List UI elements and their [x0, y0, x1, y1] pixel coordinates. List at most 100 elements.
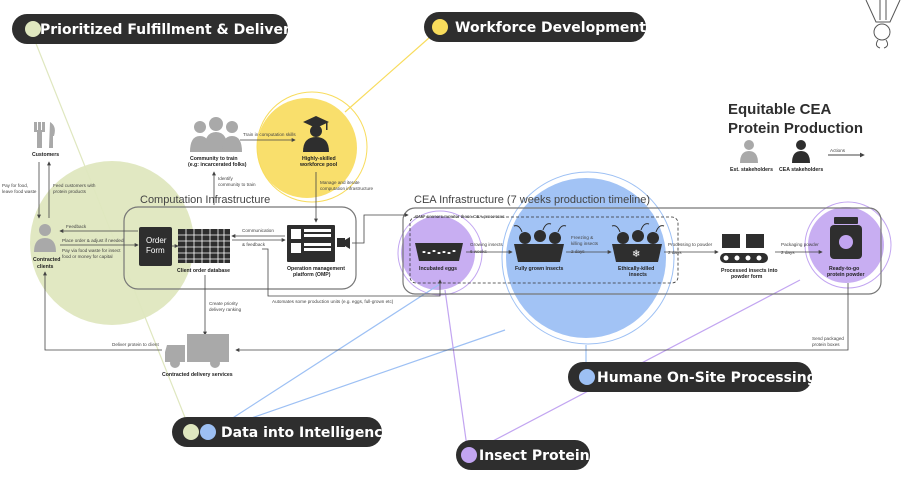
snowflake-icon: ❄ — [632, 249, 640, 260]
pill-workforce-label: Workforce Development — [455, 20, 646, 36]
workforce-pool-label-1: Highly-skilled — [302, 156, 336, 162]
legend-actions-label: Actions — [830, 148, 846, 153]
comm-feedback-label-1: Communication — [242, 228, 274, 233]
client-db-label: Client order database — [177, 268, 230, 274]
grown-insects-label: Fully grown insects — [515, 266, 564, 272]
feed-customers-label-1: Feed customers with — [53, 183, 96, 188]
main-title-line2: Protein Production — [728, 120, 863, 137]
protein-powder-label-2: protein powder — [827, 272, 864, 278]
green-dot-icon — [183, 424, 199, 440]
humane-circle-ring — [501, 171, 675, 345]
processed-label-2: powder form — [731, 274, 763, 280]
fulfillment-circle — [30, 161, 194, 325]
purple-dot-icon — [461, 447, 477, 463]
arrow-deliver-to-client — [43, 271, 162, 351]
person-dark-icon — [792, 140, 810, 163]
killed-insects-icon: ❄ — [611, 223, 665, 262]
legend-est-stakeholders: Est. stakeholders — [730, 140, 773, 173]
order-form-box — [139, 227, 172, 266]
blue-dot-icon — [579, 369, 595, 385]
pay-food-label-1: Pay for food, — [2, 183, 28, 188]
manage-label-2: computation infrastructure — [320, 186, 374, 191]
place-order-label: Place order & adjust if needed — [62, 238, 124, 243]
omp-sensors-label: OMP sensors monitor these CEA processes — [415, 214, 505, 219]
omp-label-1: Operation management — [287, 266, 345, 272]
order-form-label-1: Order — [146, 236, 167, 245]
pill-insect[interactable]: Insect Protein — [456, 440, 590, 470]
manage-label-1: Manage and iterate — [320, 180, 360, 185]
main-title-line1: Equitable CEA — [728, 101, 832, 118]
packaging-label-2: 2 days — [781, 250, 795, 255]
order-form-label-2: Form — [146, 246, 165, 255]
arrow-send-packaged — [235, 283, 849, 352]
legend-cea-stakeholders: CEA stakeholders — [779, 140, 823, 173]
graduate-person-icon — [303, 116, 329, 152]
delivery-truck-icon — [165, 334, 229, 368]
omp-dashboard-icon — [287, 225, 350, 262]
cea-region — [402, 207, 882, 295]
deliver-protein-label: Deliver protein to client — [112, 342, 159, 347]
delivery-services-label: Contracted delivery services — [162, 372, 233, 378]
incubated-eggs-icon — [415, 243, 463, 261]
workforce-circle-ring — [256, 91, 368, 203]
pill-fulfillment[interactable]: Prioritized Fulfillment & Delivery — [12, 14, 299, 44]
pill-humane-label: Humane On-Site Processing — [597, 370, 817, 386]
freezing-label-3: 2 days — [571, 249, 585, 254]
legend-cea-label: CEA stakeholders — [779, 167, 823, 173]
killed-insects-label-2: insects — [629, 272, 647, 278]
automates-label: Automates some production units (e.g. eg… — [272, 299, 394, 304]
pill-fulfillment-label: Prioritized Fulfillment & Delivery — [40, 22, 299, 38]
legend-est-label: Est. stakeholders — [730, 167, 773, 173]
pill-workforce[interactable]: Workforce Development — [424, 12, 646, 42]
corner-doodle-icon — [865, 0, 901, 49]
freezing-label-2: killing insects — [571, 241, 599, 246]
pill-data[interactable]: Data into Intelligence — [172, 417, 392, 447]
freezing-label-1: Freezing & — [571, 235, 593, 240]
packaging-label-1: Packaging powder — [781, 242, 819, 247]
pill-insect-label: Insect Protein — [479, 448, 590, 464]
processed-label-1: Processed insects into — [721, 268, 778, 274]
blue-dot-icon — [200, 424, 216, 440]
pill-humane[interactable]: Humane On-Site Processing — [568, 362, 817, 392]
customers-label: Customers — [32, 152, 59, 158]
computation-region-title: Computation Infrastructure — [140, 194, 270, 206]
send-packaged-label-1: Send packaged — [812, 336, 844, 341]
community-group-icon — [190, 117, 242, 152]
processing-label-2: 2 days — [668, 250, 682, 255]
grown-insects-icon — [513, 223, 567, 262]
processing-conveyor-icon — [720, 234, 768, 263]
feed-customers-label-2: protein products — [53, 189, 87, 194]
fork-knife-icon — [34, 122, 55, 148]
legend-actions: Actions — [828, 148, 865, 158]
create-priority-label-2: delivery ranking — [209, 307, 242, 312]
contracted-clients-label-2: clients — [37, 264, 54, 270]
processing-label-1: Processing to powder — [668, 242, 713, 247]
contracted-clients-person-icon — [34, 224, 56, 252]
identify-label-2: community to train — [218, 182, 256, 187]
contracted-clients-label-1: Contracted — [33, 257, 60, 263]
incubated-eggs-label: Incubated eggs — [419, 266, 457, 272]
omp-label-2: platform (OMP) — [293, 272, 331, 278]
growing-label-1: Growing insects — [470, 242, 503, 247]
pay-food-label-2: leave food waste — [2, 189, 37, 194]
community-label-2: (e.g: incarcerated folks) — [188, 162, 247, 168]
arrow-omp-to-cea — [352, 213, 409, 244]
train-skills-label: Train in computation skills — [243, 132, 296, 137]
comm-feedback-label-2: & feedback — [242, 242, 266, 247]
feedback-label: Feedback — [66, 224, 87, 229]
workforce-pool-label-2: workforce pool — [299, 162, 338, 168]
arrow-automates — [262, 248, 442, 297]
green-dot-icon — [25, 21, 41, 37]
pay-waste-label-2: food or money for capital — [62, 254, 113, 259]
client-db-table-icon — [178, 229, 230, 263]
pay-waste-label-1: Pay via food waste for insect — [62, 248, 121, 253]
yellow-dot-icon — [432, 19, 448, 35]
protein-powder-label-1: Ready-to-go — [829, 266, 859, 272]
person-gray-icon — [740, 140, 758, 163]
create-priority-label-1: Create priority — [209, 301, 239, 306]
send-packaged-label-2: protein boxes — [812, 342, 840, 347]
growing-label-2: 6 weeks — [470, 249, 488, 254]
pill-data-label: Data into Intelligence — [221, 425, 392, 441]
identify-label-1: Identify — [218, 176, 234, 181]
